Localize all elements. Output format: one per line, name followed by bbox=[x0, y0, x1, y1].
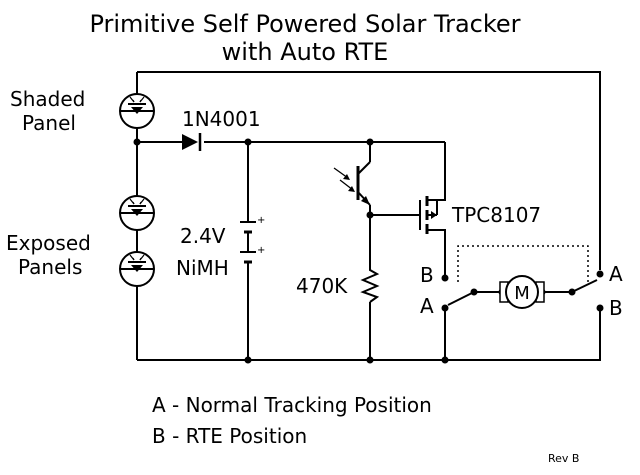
diode-icon bbox=[182, 133, 202, 151]
svg-text:+: + bbox=[257, 245, 265, 256]
resistor-label: 470K bbox=[296, 274, 348, 298]
svg-text:+: + bbox=[257, 215, 265, 226]
revision-label: Rev B bbox=[548, 452, 579, 465]
exposed-panel-cell-1 bbox=[119, 195, 155, 231]
shaded-label-2: Panel bbox=[22, 111, 76, 135]
title-line-2: with Auto RTE bbox=[222, 38, 389, 66]
shaded-label-1: Shaded bbox=[10, 87, 85, 111]
left-switch-b-label: B bbox=[420, 263, 434, 287]
mosfet-label: TPC8107 bbox=[451, 203, 541, 227]
diode-label: 1N4001 bbox=[182, 107, 261, 131]
legend-a: A - Normal Tracking Position bbox=[152, 393, 432, 417]
phototransistor-icon bbox=[333, 161, 371, 206]
battery-voltage-label: 2.4V bbox=[180, 224, 226, 248]
left-switch-icon bbox=[441, 274, 478, 312]
motor-label: M bbox=[514, 283, 530, 304]
title-line-1: Primitive Self Powered Solar Tracker bbox=[89, 10, 520, 38]
mosfet-icon bbox=[419, 196, 438, 234]
left-switch-a-label: A bbox=[420, 294, 434, 318]
exposed-panel-cell-2 bbox=[119, 251, 155, 287]
right-switch-b-label: B bbox=[609, 296, 623, 320]
shaded-panel-cell bbox=[119, 93, 155, 129]
legend-b: B - RTE Position bbox=[152, 424, 307, 448]
right-switch-a-label: A bbox=[609, 262, 623, 286]
resistor-icon bbox=[360, 265, 380, 303]
junction-dots bbox=[133, 138, 449, 364]
battery-icon: + + bbox=[240, 215, 265, 270]
battery-type-label: NiMH bbox=[176, 256, 229, 280]
right-switch-icon bbox=[568, 270, 604, 312]
exposed-label-2: Panels bbox=[18, 255, 82, 279]
motor-icon: M bbox=[498, 275, 546, 309]
switch-linkage bbox=[457, 245, 589, 282]
wires bbox=[136, 71, 601, 361]
exposed-label-1: Exposed bbox=[6, 231, 91, 255]
